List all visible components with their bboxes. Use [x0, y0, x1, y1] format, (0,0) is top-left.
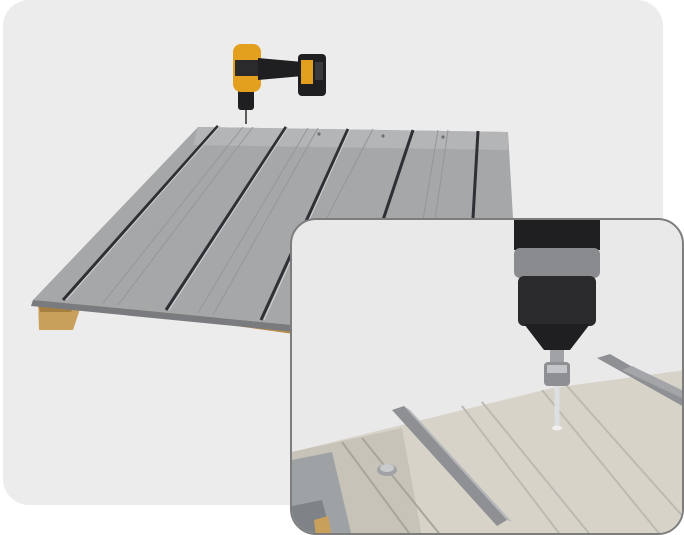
screw-fastener-icon: [377, 464, 397, 476]
wood-pallet-icon: [314, 516, 332, 533]
metal-roof-panel-icon: [31, 125, 513, 332]
metal-roof-panel-icon: [292, 354, 682, 533]
detail-illustration: [292, 220, 682, 533]
detail-inset-panel: [290, 218, 684, 535]
overview-illustration: [31, 44, 513, 336]
cordless-drill-icon: [233, 44, 326, 124]
cordless-drill-icon: [514, 220, 600, 431]
